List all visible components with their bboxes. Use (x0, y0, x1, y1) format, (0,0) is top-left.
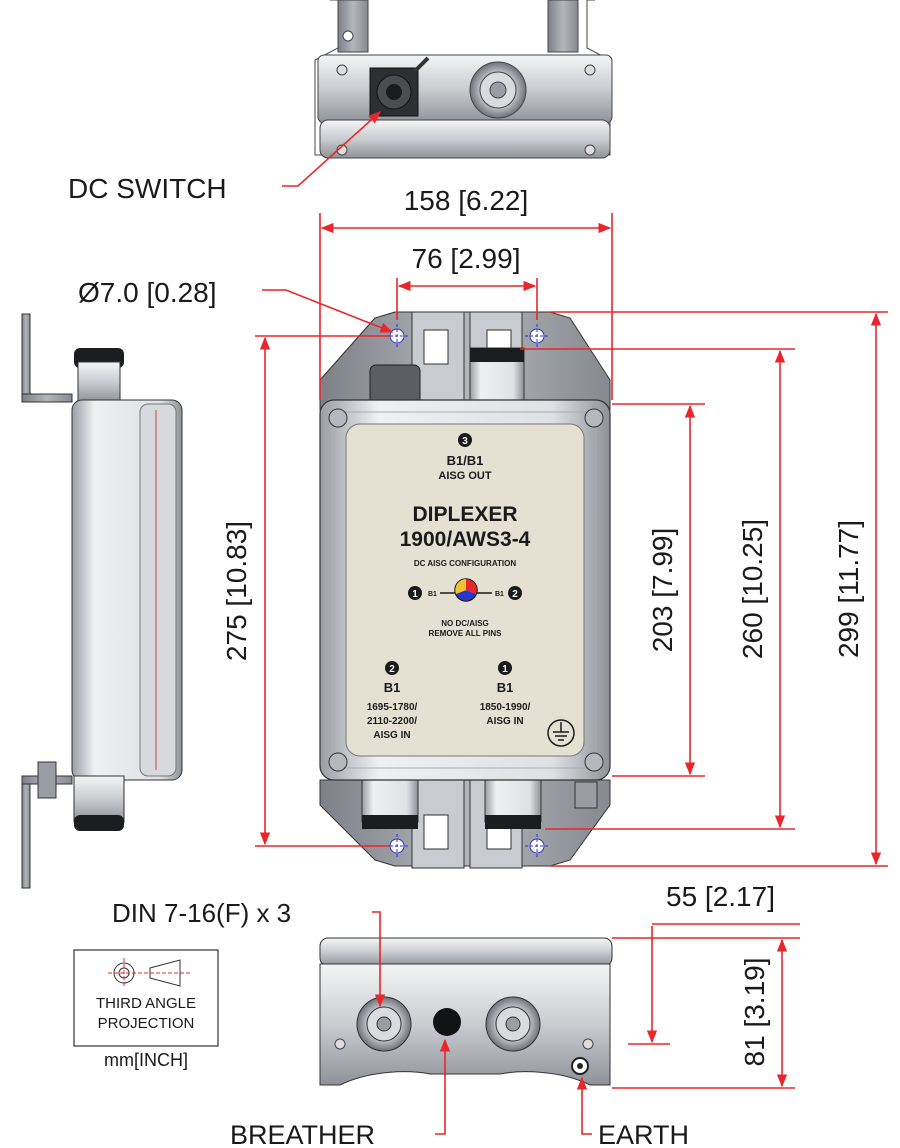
side-view (21, 313, 183, 889)
port2-desc3: AISG IN (373, 730, 410, 741)
earth-label: EARTH (598, 1120, 689, 1148)
dim-width-overall: 158 [6.22] (404, 185, 529, 216)
note-line2: REMOVE ALL PINS (429, 629, 503, 638)
note-line1: NO DC/AISG (441, 619, 489, 628)
pin-right-number: 2 (512, 589, 518, 600)
third-angle-projection-icon (108, 958, 192, 988)
port1-desc2: AISG IN (486, 716, 523, 727)
breather-label: BREATHER (230, 1120, 375, 1148)
dim-height-260: 260 [10.25] (737, 519, 768, 659)
projection-line1: THIRD ANGLE (96, 995, 196, 1012)
port2-desc1: 1695-1780/ (367, 702, 418, 713)
port2-desc2: 2110-2200/ (367, 716, 417, 727)
dim-depth-55: 55 [2.17] (666, 881, 775, 912)
dim-height-203: 203 [7.99] (647, 528, 678, 653)
port3-desc: AISG OUT (438, 470, 491, 482)
dim-hole-diameter: Ø7.0 [0.28] (78, 277, 217, 308)
pin-left-label: B1 (428, 591, 437, 598)
top-view (314, 0, 613, 159)
pin-right-label: B1 (495, 591, 504, 598)
earth-ground-icon (547, 719, 575, 747)
units-label: mm[INCH] (104, 1050, 188, 1070)
title-line2: 1900/AWS3-4 (400, 528, 531, 551)
dim-height-275: 275 [10.83] (221, 521, 252, 661)
dim-depth-81: 81 [3.19] (739, 958, 770, 1067)
din-connector-label: DIN 7-16(F) x 3 (112, 898, 291, 928)
dim-height-299: 299 [11.77] (833, 520, 864, 658)
port2-name: B1 (384, 680, 401, 695)
label-plate: 3 B1/B1 AISG OUT DIPLEXER 1900/AWS3-4 DC… (367, 433, 575, 747)
port1-number: 1 (502, 664, 508, 675)
dim-hole-spacing: 76 [2.99] (412, 243, 521, 274)
port3-number: 3 (462, 436, 468, 447)
projection-line2: PROJECTION (98, 1015, 195, 1032)
port3-name: B1/B1 (447, 453, 484, 468)
projection-box: THIRD ANGLE PROJECTION (73, 949, 219, 1047)
pin-left-number: 1 (412, 589, 418, 600)
dc-switch-label: DC SWITCH (68, 173, 227, 204)
config-heading: DC AISG CONFIGURATION (414, 559, 516, 568)
port2-number: 2 (389, 664, 395, 675)
bottom-view (319, 937, 613, 1086)
port1-name: B1 (497, 680, 514, 695)
title-line1: DIPLEXER (412, 503, 517, 526)
port1-desc1: 1850-1990/ (480, 702, 531, 713)
